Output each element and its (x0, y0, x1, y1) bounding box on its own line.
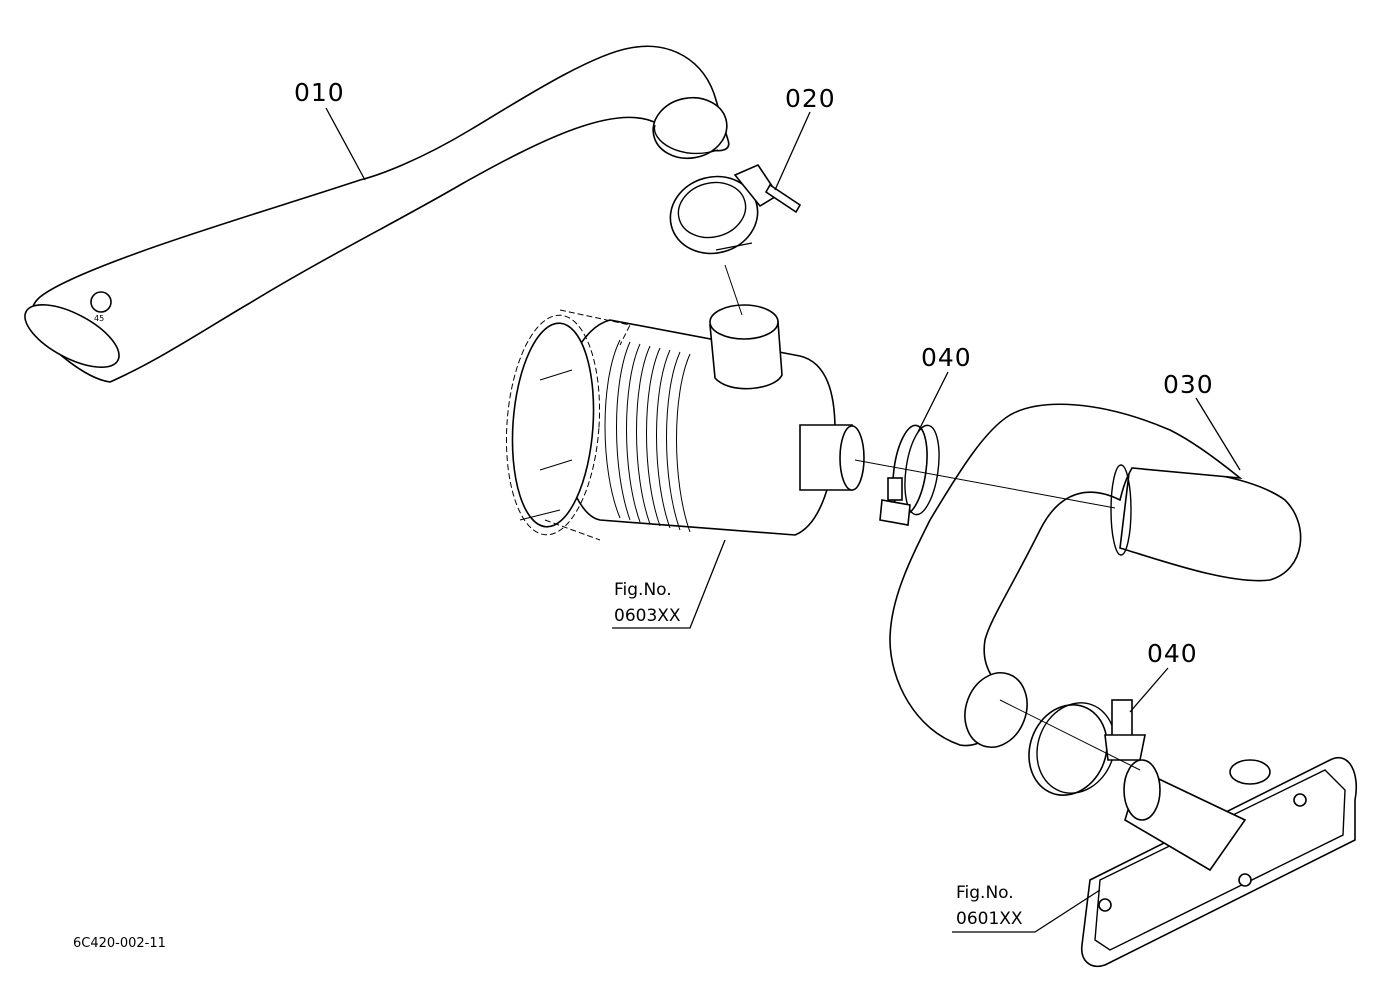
callout-020: 020 (785, 84, 836, 113)
callout-leader-lines (325, 107, 1241, 933)
hose-clamp-020 (669, 163, 802, 255)
drawing-code: 6C420-002-11 (73, 936, 166, 951)
callout-040-lower: 040 (1147, 639, 1198, 668)
callout-040-upper: 040 (921, 343, 972, 372)
callout-030: 030 (1163, 370, 1214, 399)
intake-manifold (1080, 757, 1357, 967)
svg-text:45: 45 (94, 314, 104, 323)
assembly-center-lines (724, 264, 1141, 771)
rubber-hose-030 (889, 403, 1302, 748)
air-cleaner-fig-number: 0603XX (614, 606, 681, 626)
air-cleaner-assembly (505, 304, 865, 541)
callout-010: 010 (294, 78, 345, 107)
wire-clamp-040-upper (879, 424, 940, 526)
wire-clamp-040-lower (1028, 699, 1146, 796)
air-cleaner-fig-label: Fig.No. (614, 580, 672, 600)
intake-pipe-010: 45 (24, 45, 730, 383)
manifold-fig-number: 0601XX (956, 909, 1023, 929)
manifold-fig-label: Fig.No. (956, 883, 1014, 903)
